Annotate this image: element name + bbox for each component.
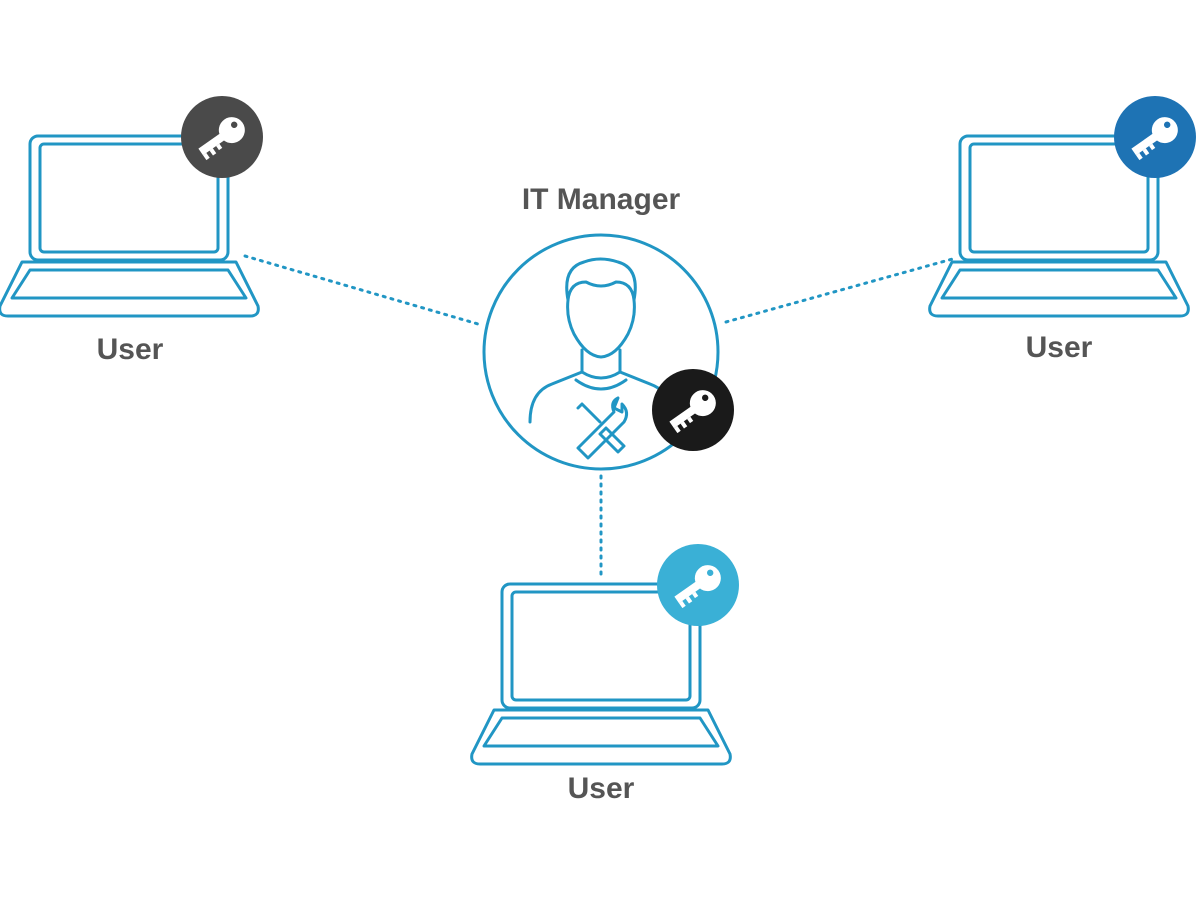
connector-left	[243, 254, 480, 326]
connector-right	[724, 256, 958, 324]
user-key-badge-bottom	[657, 544, 739, 626]
it-manager-label: IT Manager	[521, 183, 681, 216]
user-key-badge-left	[181, 96, 263, 178]
person-icon	[528, 257, 672, 424]
user-key-badge-right	[1114, 96, 1196, 178]
user-laptop-right	[928, 96, 1196, 318]
it-manager-node	[482, 233, 734, 471]
tools-icon	[576, 396, 629, 460]
user-label-bottom: User	[567, 772, 635, 805]
user-label-left: User	[96, 333, 164, 366]
user-laptop-bottom	[470, 544, 739, 766]
connectors	[243, 254, 958, 582]
user-laptop-left	[0, 96, 263, 318]
user-label-right: User	[1025, 331, 1093, 364]
manager-key-badge	[652, 369, 734, 451]
